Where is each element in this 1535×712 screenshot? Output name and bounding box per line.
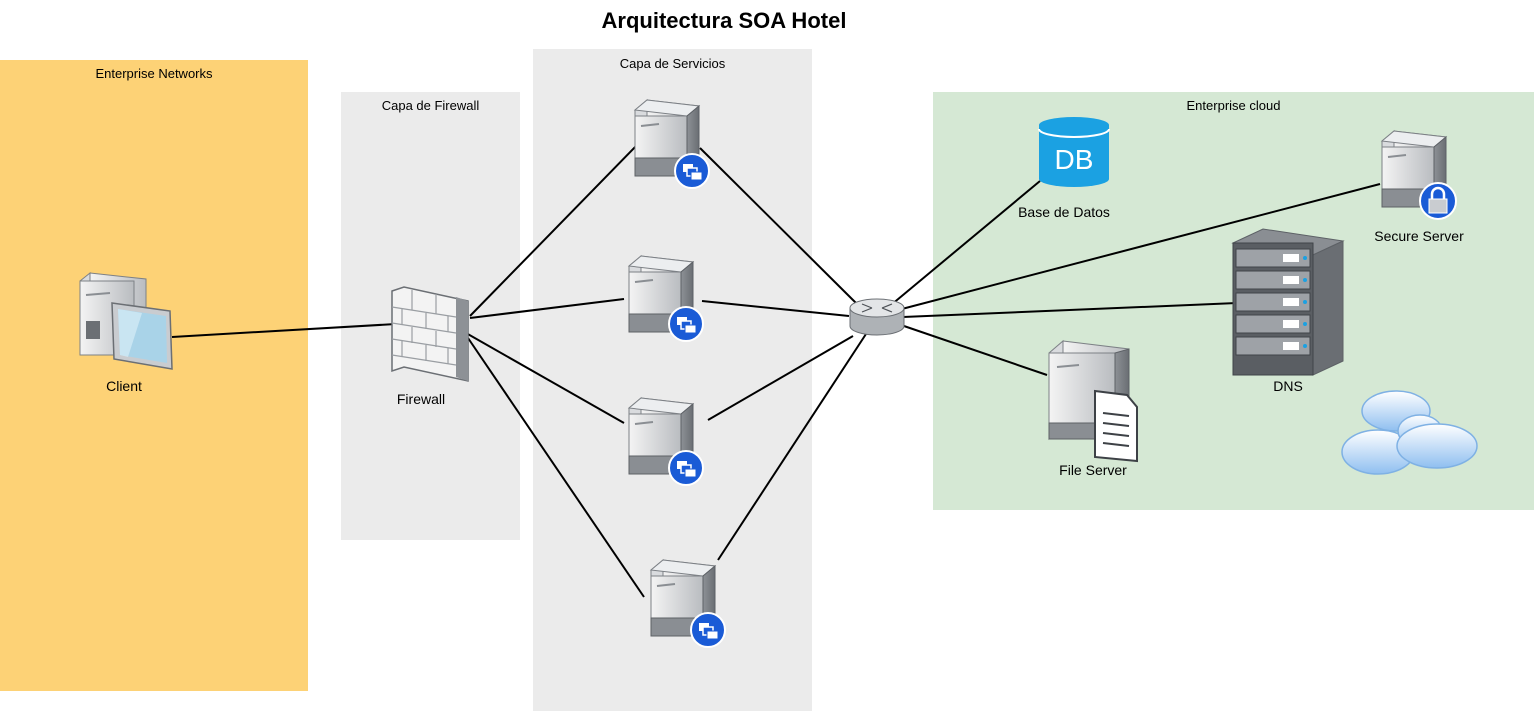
database-icon: DB <box>1038 117 1110 187</box>
secure-server-label: Secure Server <box>1374 228 1464 244</box>
app-server-4-icon <box>650 559 726 648</box>
diagram-title: Arquitectura SOA Hotel <box>601 8 847 33</box>
link-router-secure-server <box>897 183 1381 311</box>
app-server-1-icon <box>634 99 710 189</box>
file-server-icon <box>1048 339 1138 463</box>
secure-server-icon <box>1381 130 1457 220</box>
dns-rack-icon <box>1231 228 1345 376</box>
link-service-4-router <box>717 333 867 561</box>
link-firewall-service-4 <box>467 337 645 598</box>
app-server-2-icon <box>628 255 704 342</box>
link-firewall-service-1 <box>469 140 642 317</box>
link-router-file-server <box>900 324 1048 376</box>
zone-enterprise-cloud-label: Enterprise cloud <box>1186 98 1281 113</box>
zone-firewall-layer-label: Capa de Firewall <box>381 98 480 113</box>
dns-label: DNS <box>1273 378 1303 394</box>
router-icon <box>849 298 905 336</box>
firewall-icon <box>391 286 469 382</box>
database-icon-text: DB <box>1055 144 1094 175</box>
link-service-1-router <box>699 147 858 305</box>
app-server-3-icon <box>628 397 704 486</box>
link-firewall-service-3 <box>465 332 625 424</box>
connection-lines <box>171 140 1381 598</box>
link-firewall-service-2 <box>469 298 625 319</box>
link-service-2-router <box>701 300 850 317</box>
client-workstation-icon <box>79 271 173 370</box>
client-label: Client <box>106 378 142 394</box>
database-label: Base de Datos <box>1018 204 1110 220</box>
file-server-label: File Server <box>1059 462 1127 478</box>
zone-enterprise-networks-label: Enterprise Networks <box>95 66 213 81</box>
cloud-icon <box>1341 390 1478 475</box>
link-router-database <box>890 180 1041 306</box>
link-router-dns <box>902 302 1238 318</box>
document-icon <box>1094 389 1138 463</box>
link-client-firewall <box>171 323 397 338</box>
zone-services-layer-label: Capa de Servicios <box>619 56 726 71</box>
firewall-label: Firewall <box>396 391 446 407</box>
zone-enterprise-networks: Enterprise Networks <box>0 60 308 691</box>
link-service-3-router <box>707 335 854 421</box>
